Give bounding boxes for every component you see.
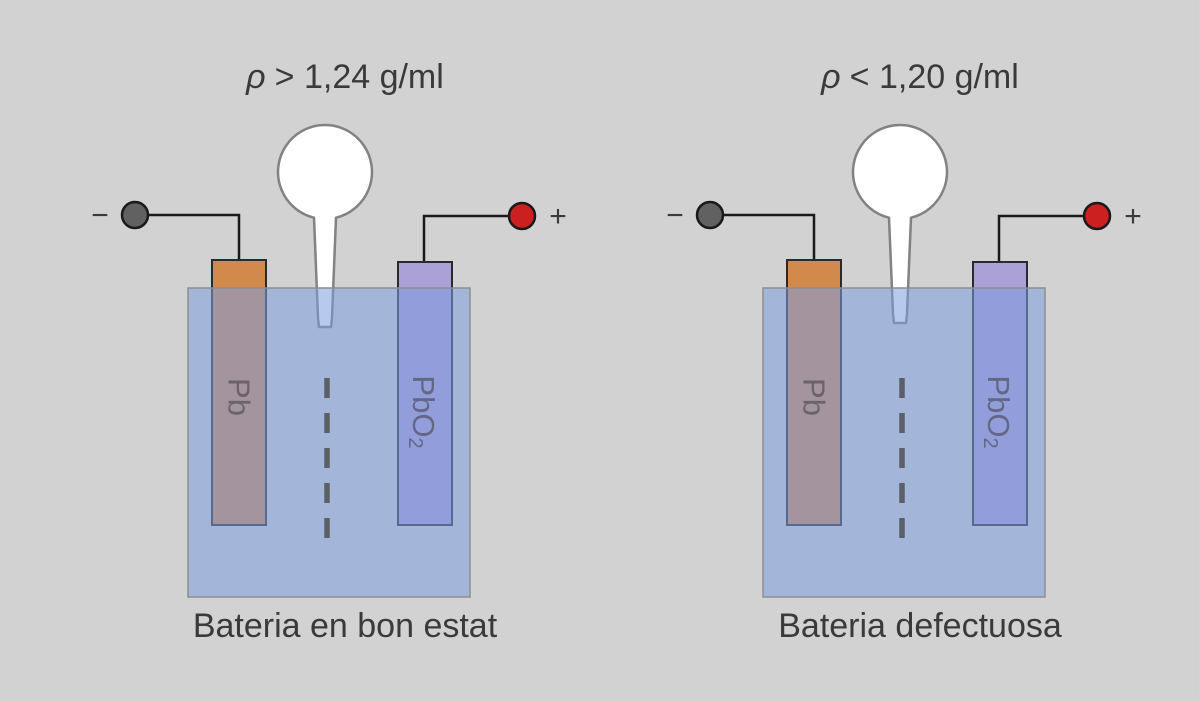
panel-caption: Bateria en bon estat — [193, 607, 498, 645]
plus-sign: + — [1124, 200, 1142, 233]
battery-panel-good: ρ > 1,24 g/ml − + Pb PbO2 Bateria en bon … — [91, 58, 567, 645]
hydrometer — [851, 123, 949, 325]
positive-terminal — [1082, 201, 1112, 231]
pbo2-label: PbO2 — [404, 375, 442, 448]
rho-symbol: ρ — [820, 58, 840, 96]
electrolyte-container — [762, 287, 1046, 598]
battery-panel-defective: ρ < 1,20 g/ml − + Pb PbO2 Bateria defectu… — [666, 58, 1142, 645]
negative-terminal — [120, 200, 150, 230]
negative-wire — [135, 213, 241, 262]
positive-wire — [422, 214, 522, 262]
density-value: < 1,20 g/ml — [850, 58, 1019, 96]
panel-caption: Bateria defectuosa — [778, 607, 1062, 645]
density-title: ρ > 1,24 g/ml — [245, 58, 444, 96]
minus-sign: − — [666, 199, 684, 232]
electrolyte-container — [187, 287, 471, 598]
hydrometer — [276, 123, 374, 329]
density-title: ρ < 1,20 g/ml — [820, 58, 1019, 96]
plus-sign: + — [549, 200, 567, 233]
pb-label: Pb — [222, 378, 257, 416]
positive-wire — [997, 214, 1097, 262]
minus-sign: − — [91, 199, 109, 232]
rho-symbol: ρ — [245, 58, 265, 96]
battery-comparison-diagram: ρ > 1,24 g/ml − + Pb PbO2 Bateria en bon … — [91, 58, 1142, 645]
negative-terminal — [695, 200, 725, 230]
negative-wire — [710, 213, 816, 262]
positive-terminal — [507, 201, 537, 231]
density-value: > 1,24 g/ml — [275, 58, 444, 96]
pb-label: Pb — [797, 378, 832, 416]
pbo2-label: PbO2 — [979, 375, 1017, 448]
